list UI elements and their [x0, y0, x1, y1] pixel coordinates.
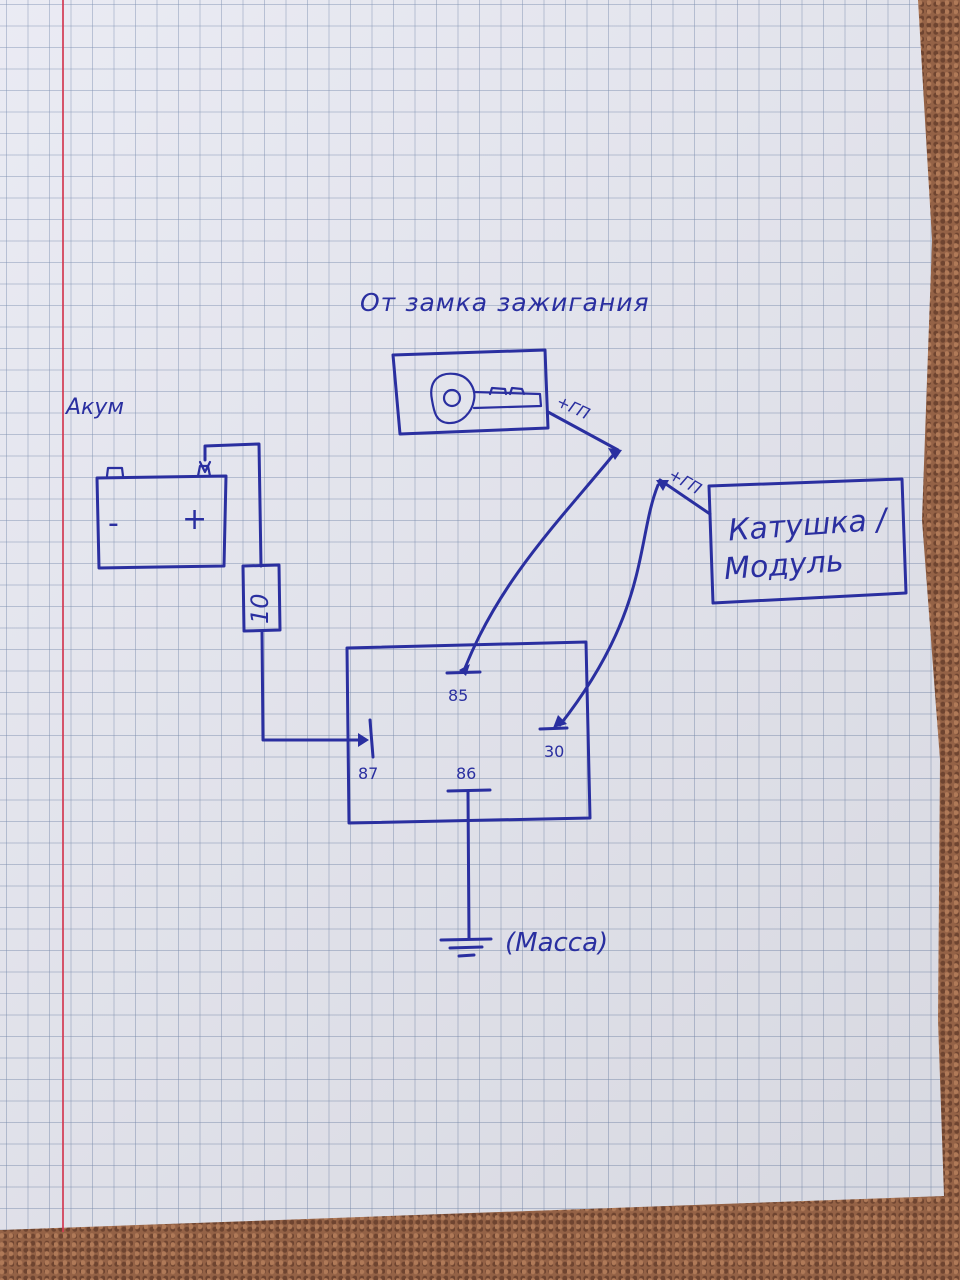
arrow-head-85 — [459, 664, 470, 676]
fuse-symbol — [241, 563, 282, 633]
battery-label: Акум — [66, 395, 124, 420]
battery-plus-sign: + — [182, 502, 208, 537]
relay-pin-87-label: 87 — [358, 764, 379, 783]
wire-battery-to-fuse — [203, 442, 263, 568]
ground-label: (Масса) — [505, 928, 609, 958]
battery-symbol — [95, 460, 228, 570]
ignition-switch — [391, 348, 550, 436]
coil-module-box — [707, 477, 908, 605]
coil-wire-out — [658, 478, 712, 516]
arrow-head-87 — [358, 733, 369, 747]
relay-pin-85-label: 85 — [448, 686, 469, 705]
pin-87-terminal — [368, 718, 375, 759]
wire-ignition-out — [546, 410, 620, 452]
pin-30-terminal — [538, 726, 569, 731]
wire-ignition-to-pin-85 — [463, 452, 616, 670]
relay-box — [345, 640, 592, 825]
arrow-head-30 — [553, 715, 567, 728]
margin-line — [62, 0, 64, 1232]
relay-pin-86-label: 86 — [456, 764, 477, 783]
wire-pin-86-to-ground — [466, 790, 471, 940]
fuse-value: 10 — [246, 593, 274, 624]
wire-coil-to-pin-30 — [558, 483, 660, 727]
key-icon — [430, 372, 543, 425]
battery-minus-sign: - — [108, 506, 119, 541]
wire-fuse-to-pin-87 — [260, 629, 360, 742]
relay-pin-30-label: 30 — [544, 742, 565, 761]
pin-86-terminal — [446, 788, 492, 793]
arrow-head-coil — [656, 480, 669, 491]
diagram-title: От замка зажигания — [360, 288, 650, 317]
ground-icon — [439, 937, 493, 958]
